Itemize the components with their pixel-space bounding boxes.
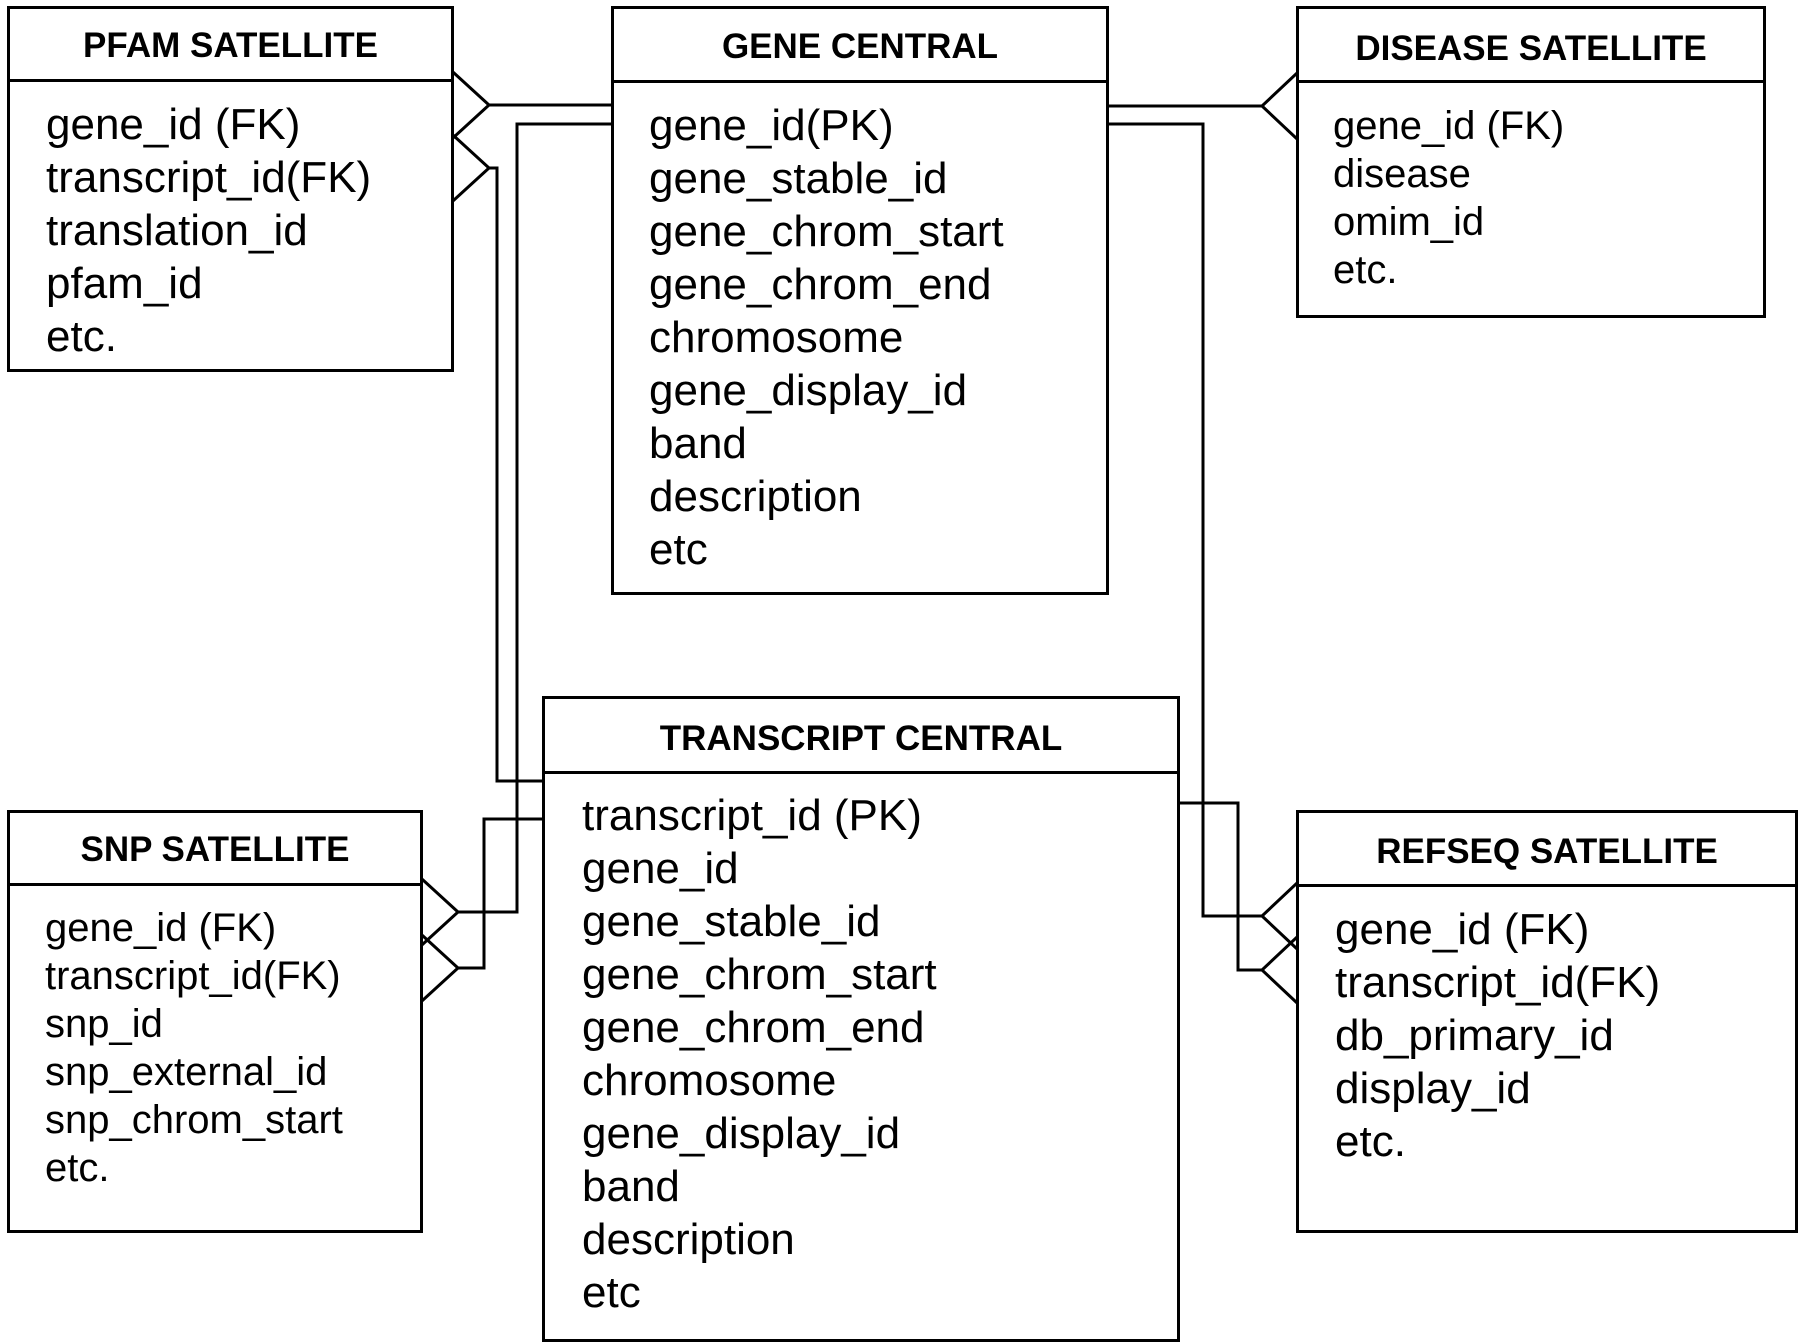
refseq-field: transcript_id(FK) bbox=[1335, 958, 1661, 1007]
disease-field: omim_id bbox=[1333, 200, 1485, 244]
refseq-field: display_id bbox=[1335, 1064, 1531, 1113]
gene-central-title: GENE CENTRAL bbox=[614, 9, 1106, 83]
snp-satellite-title: SNP SATELLITE bbox=[10, 813, 420, 886]
transcript-field: chromosome bbox=[582, 1056, 837, 1105]
connector-gene-to-snp-gene-id bbox=[420, 122, 613, 947]
snp-field: transcript_id(FK) bbox=[45, 954, 341, 998]
pfam-satellite-title: PFAM SATELLITE bbox=[10, 9, 451, 82]
refseq-field: etc. bbox=[1335, 1117, 1406, 1166]
transcript-field: description bbox=[582, 1215, 795, 1264]
gene-field: band bbox=[649, 419, 747, 468]
connector-transcript-to-snp-transcript-id bbox=[420, 817, 544, 1003]
disease-satellite-table: DISEASE SATELLITE gene_id (FK) disease o… bbox=[1296, 6, 1766, 318]
connector-transcript-to-pfam-transcript-id bbox=[451, 133, 544, 783]
connector-gene-to-pfam-gene-id bbox=[451, 70, 613, 140]
transcript-field: transcript_id (PK) bbox=[582, 791, 922, 840]
refseq-satellite-title: REFSEQ SATELLITE bbox=[1299, 813, 1795, 887]
transcript-central-table: TRANSCRIPT CENTRAL transcript_id (PK) ge… bbox=[542, 696, 1180, 1342]
snp-field: snp_external_id bbox=[45, 1050, 328, 1094]
disease-field: disease bbox=[1333, 152, 1471, 196]
gene-central-table: GENE CENTRAL gene_id(PK) gene_stable_id … bbox=[611, 6, 1109, 595]
transcript-field: gene_stable_id bbox=[582, 897, 881, 946]
pfam-field: gene_id (FK) bbox=[46, 100, 301, 149]
connector-gene-to-refseq-gene-id bbox=[1107, 122, 1299, 951]
refseq-satellite-table: REFSEQ SATELLITE gene_id (FK) transcript… bbox=[1296, 810, 1798, 1233]
snp-field: etc. bbox=[45, 1146, 110, 1190]
transcript-field: band bbox=[582, 1162, 680, 1211]
gene-field: gene_stable_id bbox=[649, 154, 948, 203]
disease-field: etc. bbox=[1333, 248, 1398, 292]
snp-satellite-table: SNP SATELLITE gene_id (FK) transcript_id… bbox=[7, 810, 423, 1233]
transcript-field: gene_id bbox=[582, 844, 739, 893]
disease-field: gene_id (FK) bbox=[1333, 104, 1565, 148]
gene-field: gene_id(PK) bbox=[649, 101, 894, 150]
pfam-satellite-table: PFAM SATELLITE gene_id (FK) transcript_i… bbox=[7, 6, 454, 372]
pfam-field: pfam_id bbox=[46, 259, 203, 308]
pfam-field: etc. bbox=[46, 312, 117, 361]
refseq-field: db_primary_id bbox=[1335, 1011, 1614, 1060]
connector-gene-to-disease-gene-id bbox=[1107, 71, 1299, 141]
refseq-field: gene_id (FK) bbox=[1335, 905, 1590, 954]
transcript-field: gene_chrom_start bbox=[582, 950, 937, 999]
transcript-field: gene_display_id bbox=[582, 1109, 901, 1158]
gene-field: gene_chrom_start bbox=[649, 207, 1004, 256]
pfam-field: transcript_id(FK) bbox=[46, 153, 372, 202]
gene-field: gene_display_id bbox=[649, 366, 968, 415]
gene-field: description bbox=[649, 472, 862, 521]
connector-transcript-to-refseq-transcript-id bbox=[1178, 801, 1299, 1005]
gene-field: gene_chrom_end bbox=[649, 260, 992, 309]
gene-field: chromosome bbox=[649, 313, 904, 362]
transcript-field: gene_chrom_end bbox=[582, 1003, 925, 1052]
transcript-field: etc bbox=[582, 1268, 641, 1317]
snp-field: snp_id bbox=[45, 1002, 163, 1046]
snp-field: gene_id (FK) bbox=[45, 906, 277, 950]
transcript-central-title: TRANSCRIPT CENTRAL bbox=[545, 699, 1177, 774]
pfam-field: translation_id bbox=[46, 206, 308, 255]
gene-field: etc bbox=[649, 525, 708, 574]
disease-satellite-title: DISEASE SATELLITE bbox=[1299, 9, 1763, 83]
snp-field: snp_chrom_start bbox=[45, 1098, 343, 1142]
